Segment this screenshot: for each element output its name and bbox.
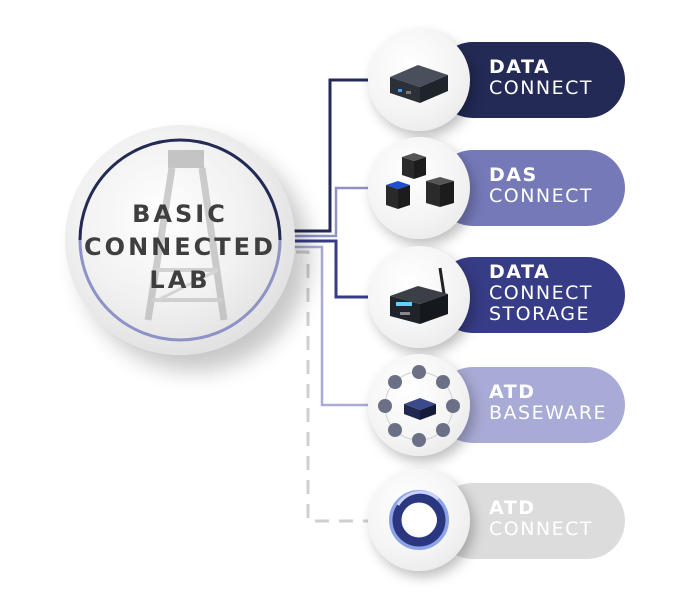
atd-connect-logo-icon — [389, 490, 449, 550]
pill-data-connect-storage[interactable]: DATA CONNECT STORAGE — [435, 257, 625, 333]
connector-data-connect — [292, 78, 400, 233]
label-line2: CONNECT — [489, 77, 594, 99]
label-line1: DAS — [489, 164, 538, 186]
storage-router-icon — [390, 267, 448, 324]
hub-title: BASIC CONNECTED LAB — [65, 198, 295, 297]
node-atd-baseware[interactable] — [368, 354, 470, 456]
label-line1: DATA — [489, 56, 551, 78]
pill-atd-baseware[interactable]: ATD BASEWARE — [435, 367, 625, 443]
node-das-connect[interactable] — [368, 137, 470, 239]
hub-title-line1: BASIC — [132, 200, 228, 228]
data-connect-device-icon — [390, 65, 448, 103]
label-line1: ATD — [489, 381, 536, 403]
node-data-connect-storage[interactable] — [368, 246, 470, 348]
connector-atd-connect — [296, 250, 400, 523]
label-line2: CONNECT — [489, 518, 594, 540]
label-line2: CONNECT — [489, 185, 594, 207]
label-line1: ATD — [489, 497, 536, 519]
hub-title-line2: CONNECTED — [84, 233, 276, 261]
label-line2: CONNECT — [489, 282, 594, 304]
pill-das-connect[interactable]: DAS CONNECT — [435, 150, 625, 226]
connector-atd-baseware — [292, 245, 400, 407]
label-line3: STORAGE — [489, 303, 590, 325]
das-modules-icon — [386, 153, 454, 209]
label-line2: BASEWARE — [489, 402, 608, 424]
lab-tower-icon — [144, 150, 228, 321]
label-line1: DATA — [489, 261, 551, 283]
node-atd-connect[interactable] — [368, 469, 470, 571]
node-data-connect[interactable] — [368, 29, 470, 131]
baseware-apps-icon — [378, 365, 460, 447]
hub-title-line3: LAB — [149, 266, 211, 294]
